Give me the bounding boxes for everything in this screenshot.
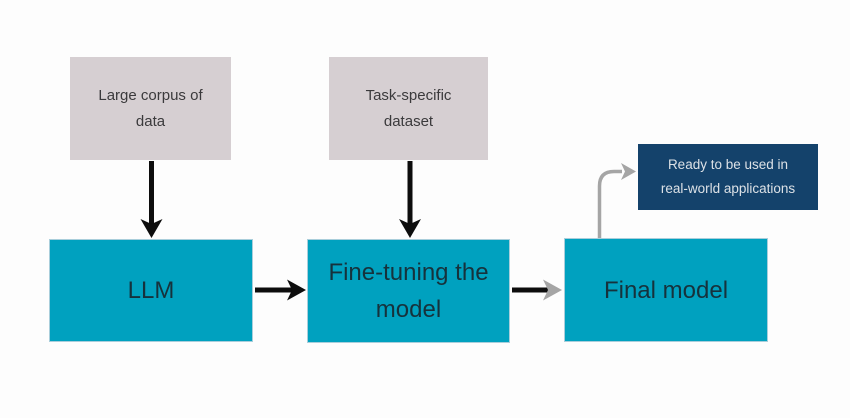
node-ready-to-be-used: Ready to be used in real-world applicati…: [638, 144, 818, 210]
arrow-task-specific-to-fine-tuning: [399, 161, 421, 238]
node-llm-label: LLM: [127, 277, 175, 304]
arrow-llm-to-fine-tuning: [255, 279, 306, 301]
arrow-fine-tuning-to-final-model: [512, 279, 562, 301]
node-task-specific-label: Task-specific dataset: [365, 86, 452, 130]
node-fine-tuning-the-model: Fine-tuning the model: [307, 239, 510, 343]
node-large-corpus-label: Large corpus of data: [98, 86, 203, 130]
node-final-model: Final model: [564, 238, 768, 342]
node-task-specific-dataset: Task-specific dataset: [329, 57, 488, 160]
node-ready-label: Ready to be used in real-world applicati…: [660, 157, 796, 196]
node-large-corpus-of-data: Large corpus of data: [70, 57, 231, 160]
node-fine-tuning-label: Fine-tuning the model: [328, 259, 489, 323]
node-llm: LLM: [49, 239, 253, 342]
node-final-model-label: Final model: [603, 276, 729, 304]
arrow-final-model-to-ready: [597, 163, 636, 240]
arrow-large-corpus-to-llm: [140, 161, 163, 238]
